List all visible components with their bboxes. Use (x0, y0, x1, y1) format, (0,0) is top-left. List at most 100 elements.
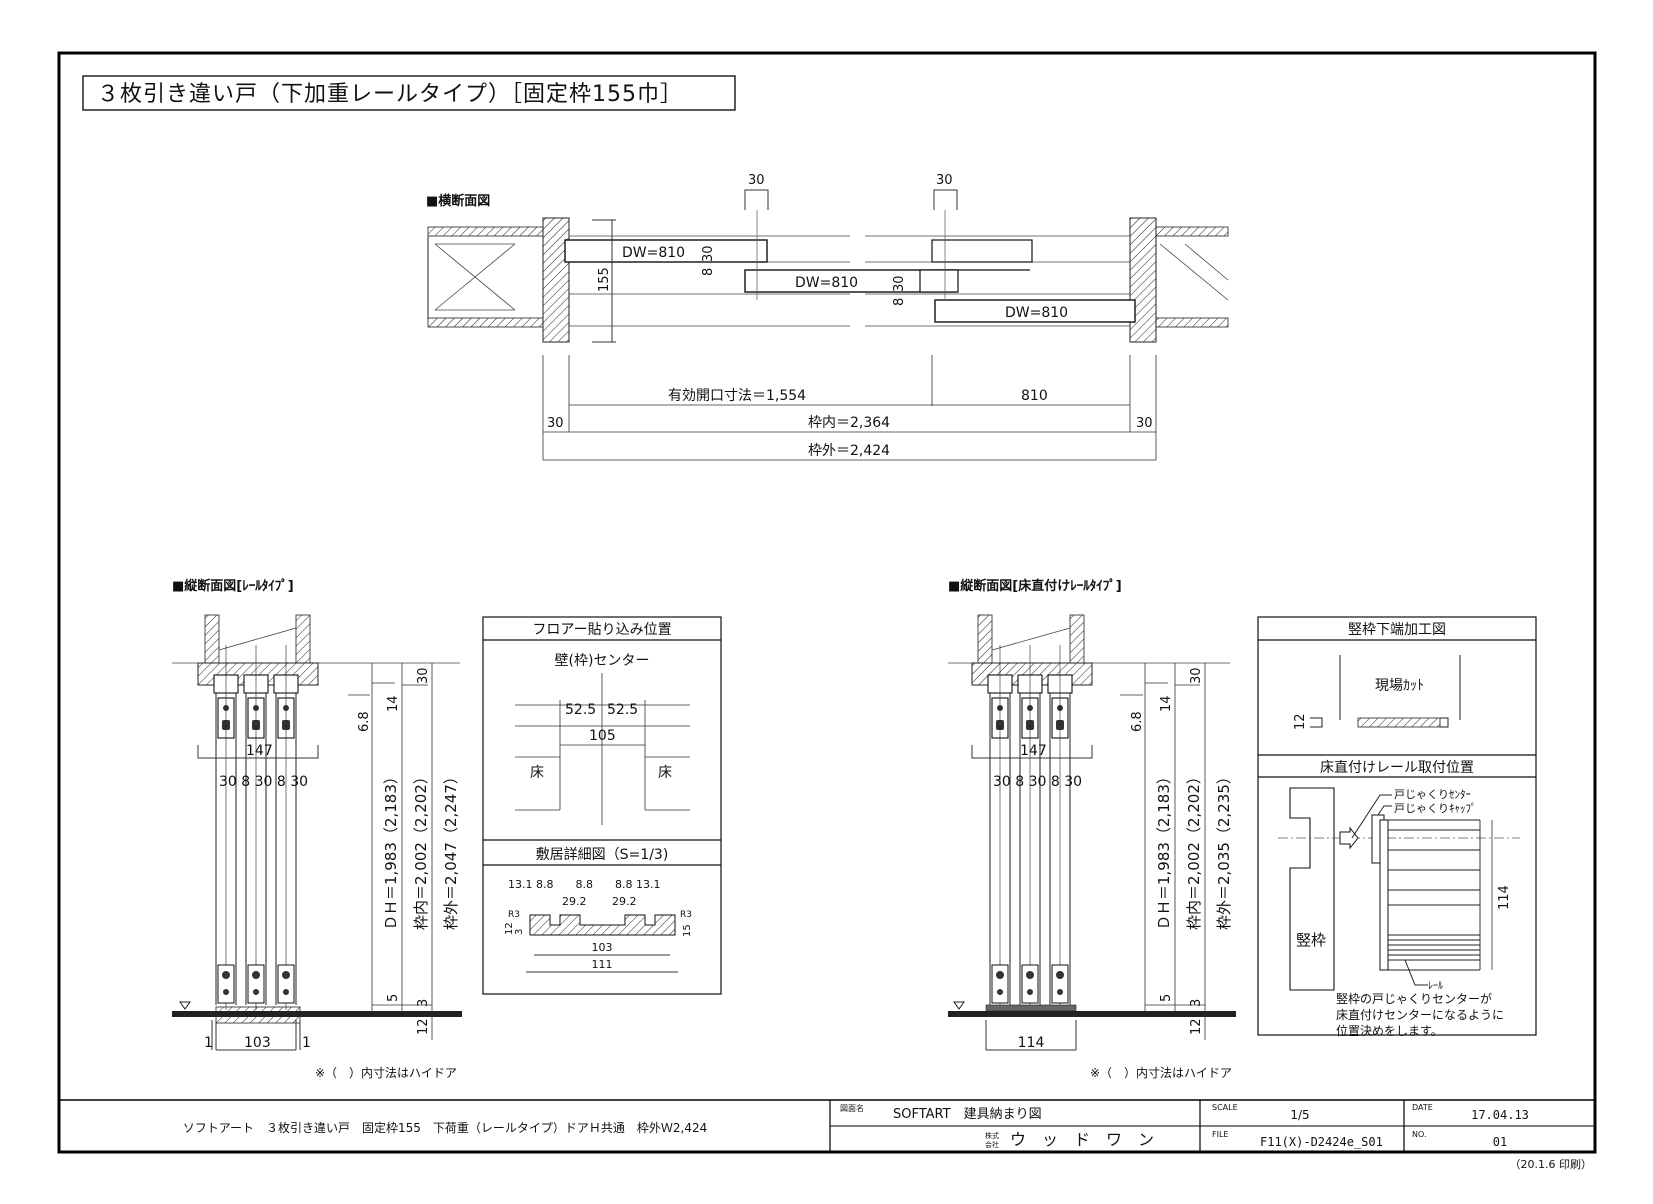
rail-rail-label: ﾚｰﾙ (1428, 981, 1443, 992)
left-dim-30: 30 (416, 667, 431, 684)
left-dh: ＤＨ＝1,983（2,183） (382, 769, 400, 930)
jamb-box-title: 竪枠下端加工図 (1348, 622, 1446, 638)
rail-note-3: 位置決めをします。 (1336, 1023, 1443, 1038)
frame-width-155: 155 (597, 267, 612, 292)
company-prefix-1: 株式 (985, 1131, 999, 1140)
sill-h3: 3 (514, 929, 525, 935)
jamb-right-30: 30 (1136, 416, 1153, 431)
inner-frame-dim: 枠内＝2,364 (808, 415, 890, 431)
company-name: ウ ッ ド ワ ン (1010, 1130, 1154, 1149)
jamb-rail-box: 竪枠下端加工図 現場ｶｯﾄ 12 床直付けレール取付位置 戸じゃくりｾﾝﾀｰ 戸… (1257, 616, 1537, 1038)
sill-r3a: R3 (508, 910, 520, 920)
scale-value: 1/5 (1290, 1108, 1309, 1122)
overlap-30-a: 30 (701, 245, 716, 262)
right-bottom-114: 114 (1018, 1035, 1045, 1051)
overlap-8-a: 8 (701, 268, 716, 276)
dim-30-right: 30 (936, 173, 953, 188)
company-prefix-2: 会社 (985, 1140, 999, 1149)
jamb-cut-label: 現場ｶｯﾄ (1375, 678, 1424, 694)
sheet-border (57, 51, 1597, 1154)
right-dim-12: 12 (1189, 1018, 1204, 1035)
sill-dim-a: 29.2 (562, 895, 587, 908)
jamb-h12: 12 (1293, 713, 1308, 730)
overlap-8-b: 8 (892, 298, 907, 306)
sill-w103: 103 (592, 941, 613, 954)
floor-sill-box: フロアー貼り込み位置 壁(枠)センター 52.5 52.5 105 床 床 敷居… (482, 616, 722, 995)
dim-30-left: 30 (748, 173, 765, 188)
rail-label-cap: 戸じゃくりｷｬｯﾌﾟ (1394, 802, 1477, 815)
left-outer: 枠外＝2,047（2,247） (442, 769, 460, 930)
sill-h12: 12 (504, 922, 515, 935)
left-bottom-103: 103 (244, 1035, 271, 1051)
left-dim-14: 14 (386, 695, 401, 712)
panel-1-label: DW=810 (622, 245, 685, 261)
right-dim-14: 14 (1159, 695, 1174, 712)
right-inner: 枠内＝2,002（2,202） (1185, 769, 1203, 930)
left-note: ※（ ）内寸法はハイドア (315, 1066, 457, 1080)
panel-2-label: DW=810 (795, 275, 858, 291)
floor-d3: 105 (589, 728, 616, 744)
jamb-left-30: 30 (547, 416, 564, 431)
left-bottom-1b: 1 (302, 1035, 311, 1051)
sill-r3b: R3 (680, 910, 692, 920)
sill-dim-b: 29.2 (612, 895, 637, 908)
left-dim-3: 3 (416, 999, 431, 1007)
rail-dim-114: 114 (1497, 885, 1512, 910)
rail-note-1: 竪枠の戸じゃくりセンターが (1336, 991, 1492, 1006)
panel-dim-810: 810 (1021, 388, 1048, 404)
rail-label-center: 戸じゃくりｾﾝﾀｰ (1394, 788, 1471, 801)
rail-jamb-label: 竪枠 (1296, 931, 1326, 949)
floor-box-subtitle: 壁(枠)センター (555, 653, 650, 669)
left-dim-5: 5 (386, 994, 401, 1002)
right-dim-147: 147 (1020, 743, 1047, 759)
plan-heading: ■横断面図 (426, 193, 490, 209)
no-label: NO. (1412, 1130, 1427, 1139)
page-title: ３枚引き違い戸（下加重レールタイプ）［固定枠155巾］ (97, 82, 683, 107)
file-label: FILE (1212, 1130, 1228, 1139)
right-dim-6-8: 6.8 (1130, 711, 1145, 732)
left-dim-12: 12 (416, 1018, 431, 1035)
sill-box-title: 敷居詳細図（S=1/3) (536, 847, 669, 863)
right-dim-5: 5 (1159, 994, 1174, 1002)
left-gaps: 30 8 30 8 30 (219, 774, 308, 790)
date-value: 17.04.13 (1471, 1108, 1529, 1122)
sill-w111: 111 (592, 958, 613, 971)
left-dim-6-8: 6.8 (357, 711, 372, 732)
floor-box-title: フロアー貼り込み位置 (532, 622, 671, 638)
right-gaps: 30 8 30 8 30 (993, 774, 1082, 790)
overlap-30-b: 30 (892, 275, 907, 292)
rail-note-2: 床直付けセンターになるように (1336, 1008, 1504, 1022)
left-section-heading: ■縦断面図[ﾚｰﾙﾀｲﾌﾟ] (172, 578, 294, 594)
file-value: F11(X)-D2424e_S01 (1260, 1135, 1383, 1149)
door-panel-1 (564, 239, 768, 263)
panel-3-label: DW=810 (1005, 305, 1068, 321)
right-outer: 枠外＝2,035（2,235） (1215, 769, 1233, 930)
date-label: DATE (1412, 1103, 1433, 1112)
left-bottom-1a: 1 (204, 1035, 213, 1051)
floor-d1: 52.5 (565, 702, 596, 718)
no-value: 01 (1493, 1135, 1507, 1149)
floor-left: 床 (530, 765, 544, 781)
floor-d2: 52.5 (607, 702, 638, 718)
effective-opening: 有効開口寸法＝1,554 (668, 388, 806, 404)
right-dim-3: 3 (1189, 999, 1204, 1007)
title-box (82, 75, 736, 111)
door-panel-3 (934, 299, 1136, 323)
drawing-label: 図面名 (840, 1103, 864, 1113)
drawing-name: SOFTART 建具納まり図 (893, 1107, 1042, 1122)
right-dh: ＤＨ＝1,983（2,183） (1155, 769, 1173, 930)
left-vertical-section: ■縦断面図[ﾚｰﾙﾀｲﾌﾟ] (172, 578, 462, 1080)
title-description: ソフトアート ３枚引き違い戸 固定枠155 下荷重（レールタイプ）ドアＨ共通 枠… (183, 1120, 708, 1135)
right-note: ※（ ）内寸法はハイドア (1090, 1066, 1232, 1080)
printed-date: （20.1.6 印刷） (1510, 1158, 1592, 1171)
right-section-heading: ■縦断面図[床直付けﾚｰﾙﾀｲﾌﾟ] (948, 578, 1122, 594)
plan-section: ■横断面図 DW=810 DW=810 DW (426, 173, 1229, 461)
floor-right: 床 (658, 765, 672, 781)
right-dim-30: 30 (1189, 667, 1204, 684)
scale-label: SCALE (1212, 1103, 1238, 1112)
sill-top-dims: 13.1 8.8 8.8 8.8 13.1 (508, 878, 660, 891)
left-dim-147: 147 (246, 743, 273, 759)
rail-box-title: 床直付けレール取付位置 (1320, 759, 1474, 776)
sill-h15: 15 (682, 924, 693, 937)
